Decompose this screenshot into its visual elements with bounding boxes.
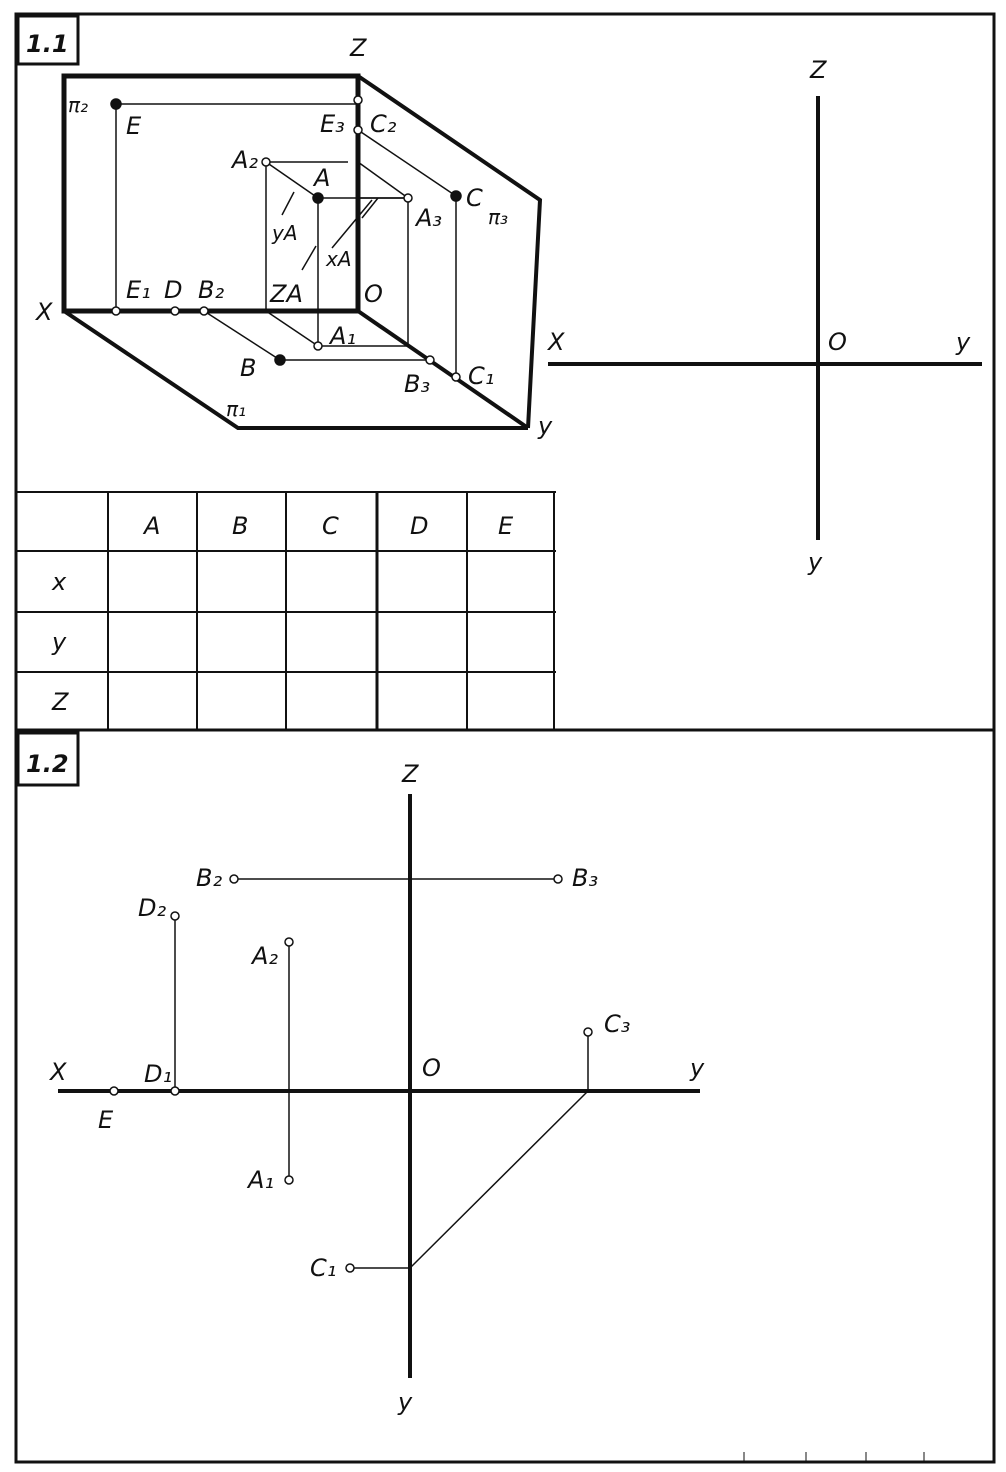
iso-axis-z-label: Z — [349, 34, 367, 62]
table-row-x-label: x — [51, 568, 67, 596]
epure-origin-label: O — [422, 1054, 441, 1082]
table-header: A B C D E — [142, 512, 514, 540]
epure-lines — [174, 878, 589, 1269]
epure-point-C3 — [583, 1027, 593, 1037]
axes-1-1-origin-label: O — [828, 328, 847, 356]
iso-label-A2: A₂ — [230, 146, 258, 174]
section-1-2-number: 1.2 — [26, 750, 69, 778]
iso-label-A: A — [312, 164, 330, 192]
epure-point-B2 — [229, 874, 239, 884]
iso-points — [110, 95, 462, 382]
point-E3 — [353, 95, 363, 105]
axes-1-1-y-down-label: y — [807, 548, 823, 576]
axes-1-1-x-label: X — [546, 328, 565, 356]
epure-points — [109, 874, 593, 1273]
epure-z-label: Z — [401, 760, 419, 788]
plane-pi1-label: π₁ — [226, 397, 246, 421]
plane-pi1-outline — [62, 309, 528, 430]
axes-1-1-z-label: Z — [809, 56, 827, 84]
point-C — [450, 190, 462, 202]
epure-point-B3 — [553, 874, 563, 884]
iso-label-D: D — [164, 276, 182, 304]
iso-label-E3: E₃ — [320, 110, 345, 138]
epure-point-D1 — [170, 1086, 180, 1096]
point-A3 — [403, 193, 413, 203]
table-col-A: A — [142, 512, 160, 540]
table-col-C: C — [322, 512, 339, 540]
isometric-projection-box — [61, 73, 543, 430]
point-D — [170, 306, 180, 316]
bottom-edge-ticks — [743, 1452, 925, 1462]
point-A1 — [313, 341, 323, 351]
epure-point-C1 — [345, 1263, 355, 1273]
sheet-frame — [14, 12, 996, 1464]
epure-y-right-label: y — [689, 1054, 705, 1082]
iso-label-yA: yA — [271, 221, 298, 245]
iso-axis-y — [356, 309, 530, 430]
epure-label-A2: A₂ — [250, 942, 278, 970]
axes-1-1-y-right-label: y — [955, 328, 971, 356]
epure-label-B2: B₂ — [196, 864, 222, 892]
iso-label-E1: E₁ — [126, 276, 151, 304]
epure-label-A1: A₁ — [246, 1166, 274, 1194]
epure-axes — [58, 794, 700, 1378]
point-C1 — [451, 372, 461, 382]
section-1-1-number: 1.1 — [26, 30, 69, 58]
plane-pi3-outline — [356, 74, 543, 429]
point-B3 — [425, 355, 435, 365]
iso-label-A1: A₁ — [328, 322, 356, 350]
iso-label-B2: B₂ — [198, 276, 224, 304]
section-1-2-label: 1.2 — [16, 731, 80, 787]
epure-point-E — [109, 1086, 119, 1096]
iso-label-E: E — [126, 112, 142, 140]
coordinate-arrows — [281, 191, 379, 271]
iso-axis-x-label: X — [34, 298, 53, 326]
epure-label-C1: C₁ — [310, 1254, 336, 1282]
iso-labels: Z X y O π₂ π₃ π₁ E E₃ C₂ A₂ A A₃ C yA xA… — [34, 34, 553, 440]
table-rows: x y Z — [51, 568, 69, 716]
table-row-y-label: y — [51, 628, 67, 656]
section-1-1-label: 1.1 — [16, 14, 80, 66]
point-B — [274, 354, 286, 366]
iso-label-C2: C₂ — [370, 110, 397, 138]
epure-label-D1: D₁ — [144, 1060, 172, 1088]
plane-pi2-label: π₂ — [68, 93, 88, 117]
iso-label-A3: A₃ — [414, 204, 442, 232]
iso-origin-label: O — [364, 280, 383, 308]
epure-y-down-label: y — [397, 1388, 413, 1416]
table-col-B: B — [232, 512, 248, 540]
point-E — [110, 98, 122, 110]
epure-point-A2 — [284, 937, 294, 947]
point-C2 — [353, 125, 363, 135]
epure-label-C3: C₃ — [604, 1010, 630, 1038]
iso-label-B3: B₃ — [404, 370, 430, 398]
epure-label-D2: D₂ — [138, 894, 166, 922]
iso-label-B: B — [240, 354, 256, 382]
projection-lines — [115, 100, 457, 377]
iso-axis-y-label: y — [537, 412, 553, 440]
axes-1-1: Z X y y O — [546, 56, 982, 576]
plane-pi3-label: π₃ — [488, 205, 508, 229]
table-row-z-label: Z — [51, 688, 69, 716]
iso-label-C1: C₁ — [468, 362, 494, 390]
epure-labels: Z X y y O B₂ B₃ D₂ A₂ C₃ D₁ E A₁ C₁ — [48, 760, 705, 1416]
epure-point-D2 — [170, 911, 180, 921]
iso-label-C: C — [466, 184, 483, 212]
point-A2 — [261, 157, 271, 167]
table-col-D: D — [410, 512, 428, 540]
epure-x-label: X — [48, 1058, 67, 1086]
epure-label-B3: B₃ — [572, 864, 598, 892]
iso-label-xA: xA — [325, 247, 352, 271]
iso-label-zA: ZA — [269, 280, 303, 308]
epure-label-E: E — [98, 1106, 114, 1134]
point-A — [312, 192, 324, 204]
point-E1 — [111, 306, 121, 316]
epure-point-A1 — [284, 1175, 294, 1185]
coordinates-table — [16, 491, 556, 730]
table-col-E: E — [498, 512, 514, 540]
point-B2 — [199, 306, 209, 316]
